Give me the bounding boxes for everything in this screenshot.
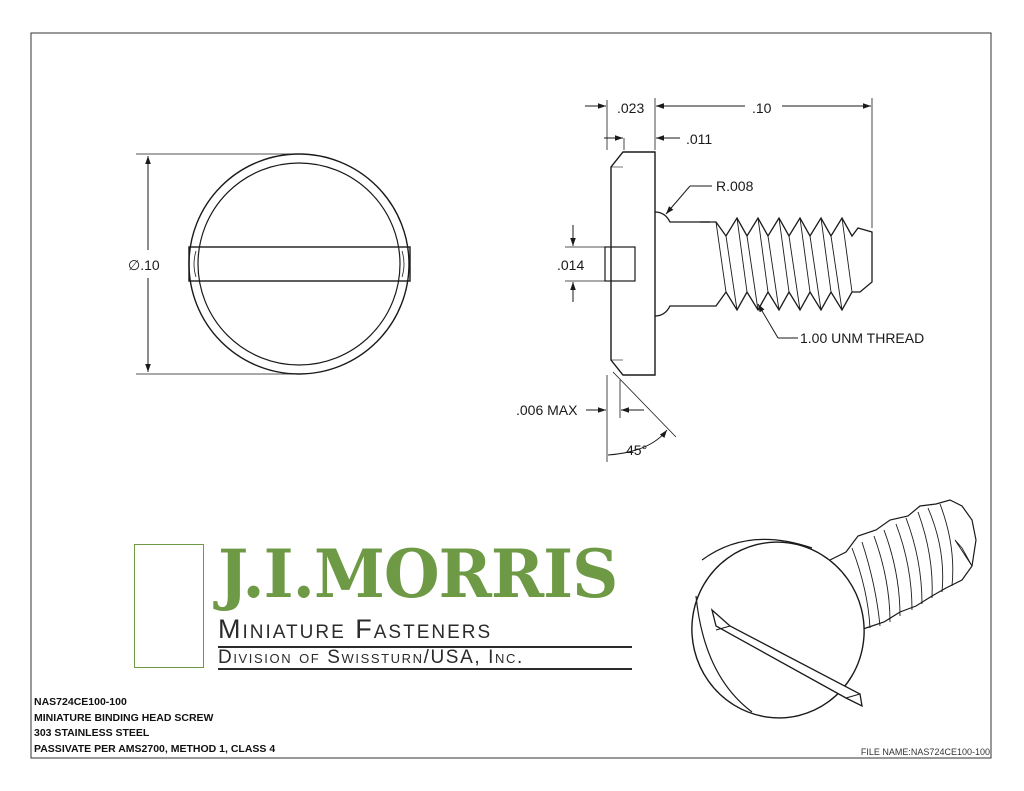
part-description: MINIATURE BINDING HEAD SCREW [34, 711, 214, 724]
chamfer-angle-label: 45° [626, 442, 647, 458]
head-thickness-label: .023 [617, 100, 644, 116]
brand-name: J.I.MORRIS [218, 535, 618, 613]
shoulder-offset-label: .011 [686, 131, 712, 147]
file-name: FILE NAME:NAS724CE100-100 [860, 747, 990, 757]
logo-icon-frame [134, 544, 204, 668]
brand-divider [218, 646, 632, 648]
brand-divider-bottom [218, 668, 632, 670]
brand-division: Division of Swissturn/USA, Inc. [218, 647, 524, 668]
brand-subtitle: Miniature Fasteners [218, 614, 493, 644]
drawing-border [30, 32, 992, 759]
chamfer-size-label: .006 MAX [516, 402, 578, 418]
slot-width-label: .014 [557, 257, 584, 273]
finish-note: PASSIVATE PER AMS2700, METHOD 1, CLASS 4 [34, 742, 276, 755]
title-block-notes: NAS724CE100-100 MINIATURE BINDING HEAD S… [34, 695, 275, 757]
company-logo: J.I.MORRIS Miniature Fasteners Division … [134, 538, 634, 670]
side-view [565, 98, 873, 462]
head-diameter-label: ∅.10 [128, 257, 160, 273]
front-view [136, 153, 411, 375]
part-number: NAS724CE100-100 [34, 696, 127, 708]
isometric-view [691, 499, 977, 719]
thread-callout-label: 1.00 UNM THREAD [800, 330, 924, 346]
material-note: 303 STAINLESS STEEL [34, 727, 150, 739]
overall-length-label: .10 [752, 100, 772, 116]
fillet-radius-label: R.008 [716, 178, 754, 194]
